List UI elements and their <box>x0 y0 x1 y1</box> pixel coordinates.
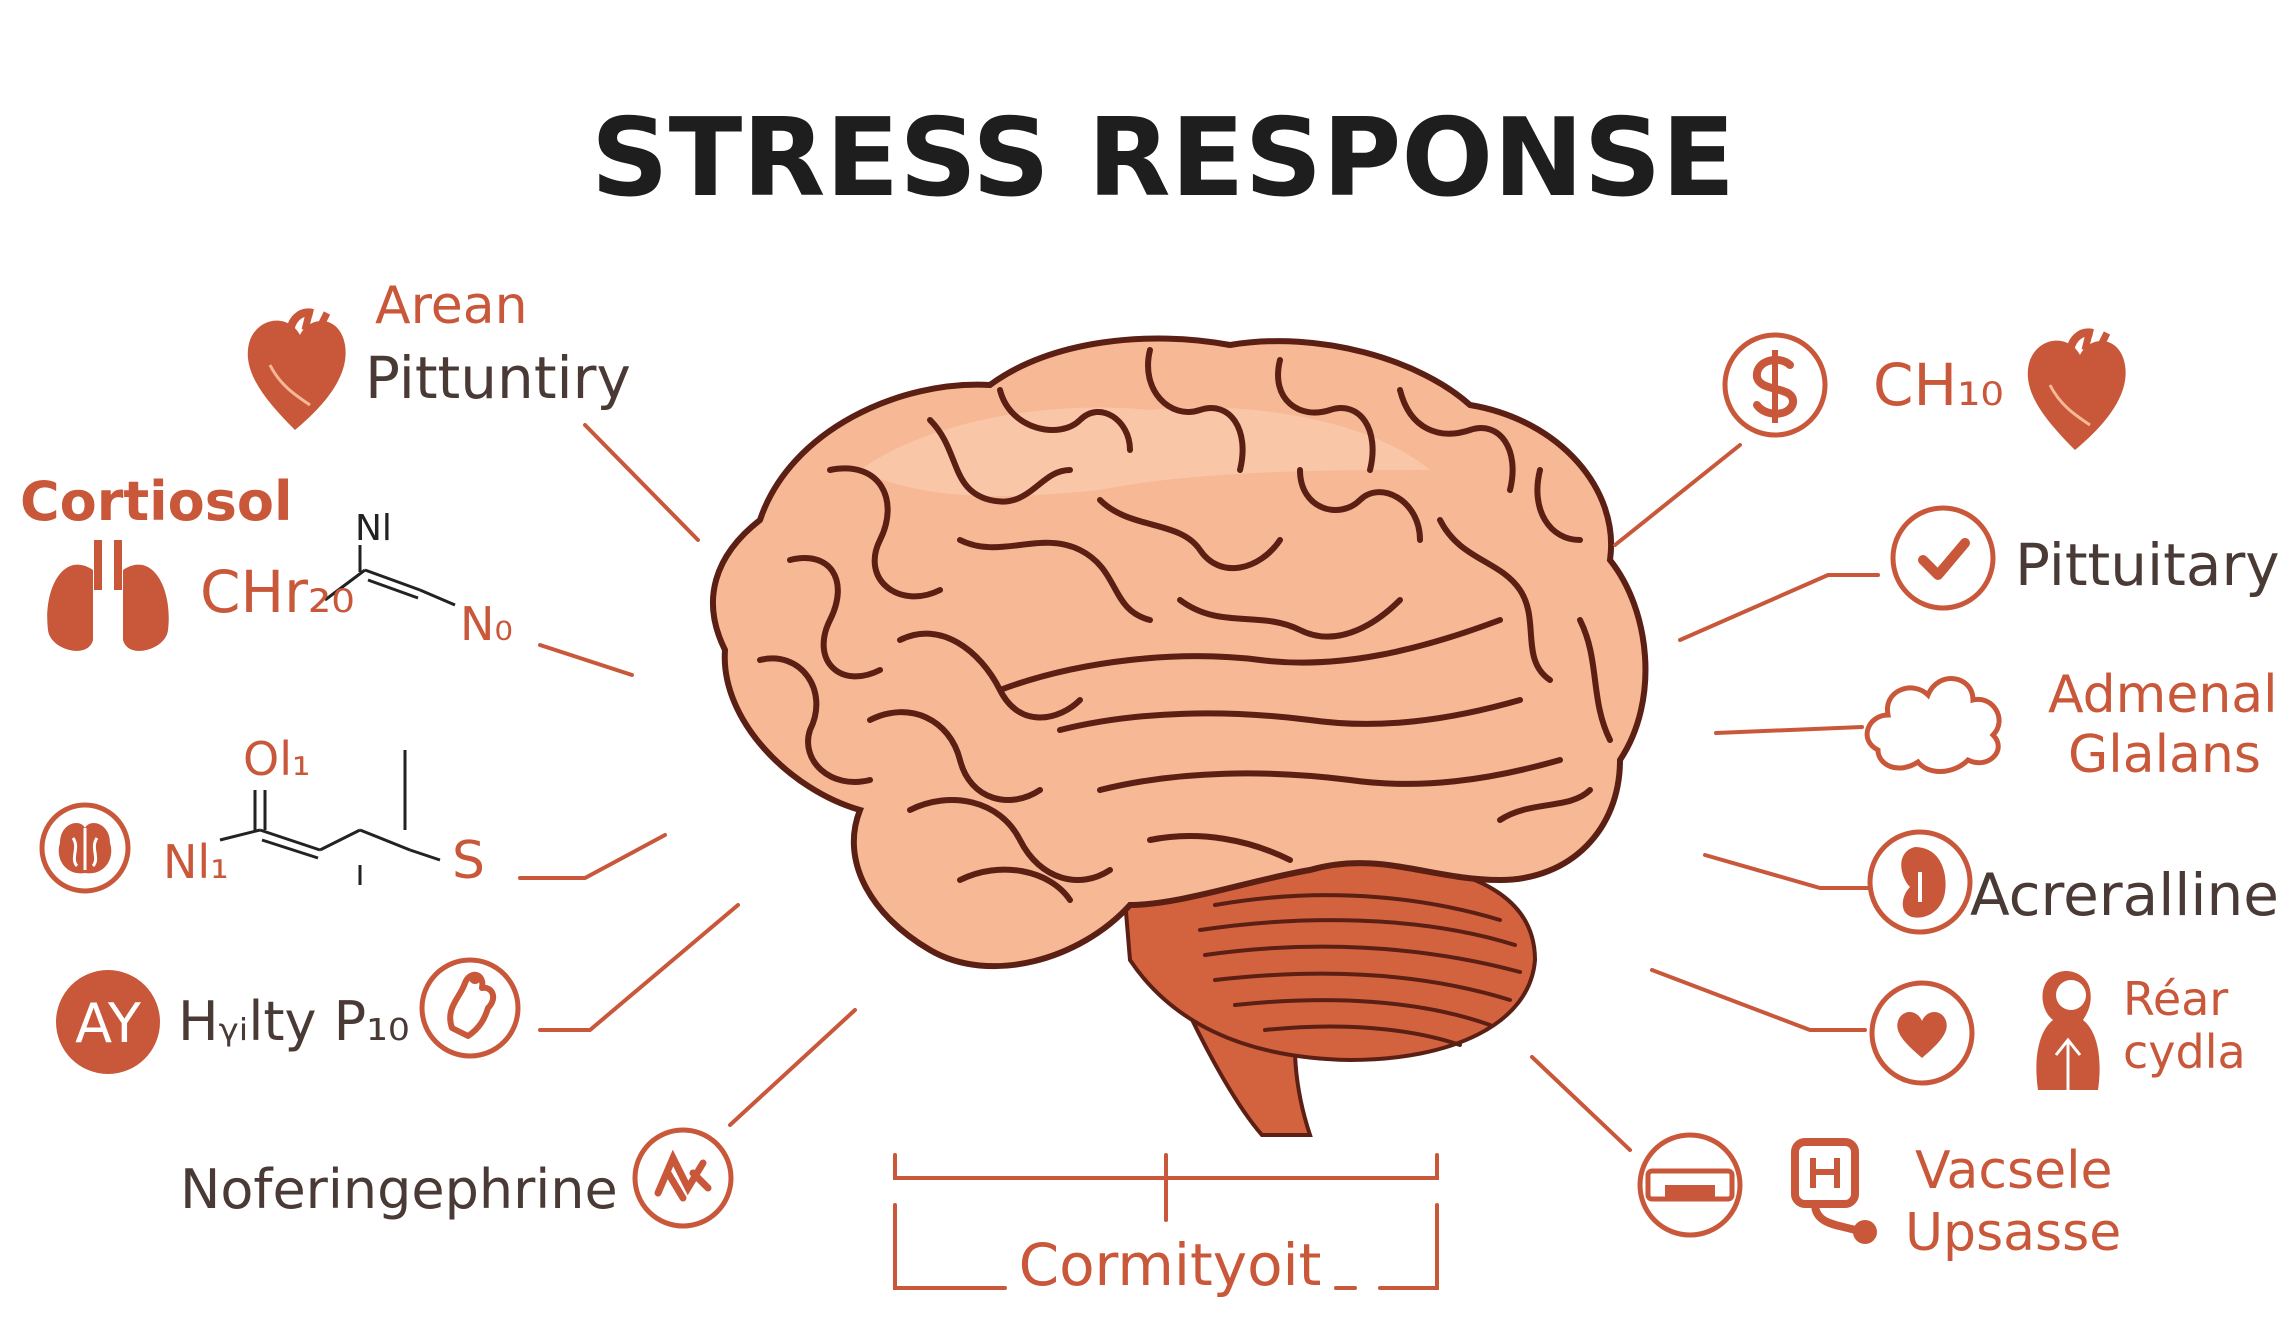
brain-highlight <box>860 407 1430 496</box>
label-s-right: S <box>452 831 485 891</box>
brain-illustration <box>709 335 1649 1137</box>
label-acreralline: Acreralline <box>1970 861 2279 929</box>
hand-circle-icon <box>419 957 521 1059</box>
heart-icon <box>247 308 346 430</box>
label-rear-2: cydla <box>2123 1025 2246 1079</box>
ay-badge-icon: AY <box>56 970 160 1074</box>
cormityoit-bracket <box>893 1153 1439 1290</box>
label-vacsele-1: Vacsele <box>1915 1141 2113 1201</box>
label-arean: Arean <box>375 276 528 336</box>
nerve-circle-icon <box>632 1127 734 1229</box>
brain-circle-icon <box>39 802 131 894</box>
kidney-circle-icon <box>1867 829 1973 935</box>
label-vacsele-2: Upsasse <box>1905 1203 2121 1263</box>
label-pittuntiry: Pittuntiry <box>365 344 631 412</box>
cerebellum-folds <box>1198 893 1522 1047</box>
label-ch10: CH₁₀ <box>1873 351 2004 419</box>
label-rear-1: Réar <box>2123 972 2228 1026</box>
ay-badge-text: AY <box>75 992 142 1055</box>
chem-structure-2 <box>219 750 441 885</box>
label-cormityoit: Cormityoit <box>1019 1231 1322 1299</box>
cerebrum <box>709 335 1649 970</box>
dollar-circle-icon <box>1722 332 1828 438</box>
vessel-icon <box>1791 1138 1877 1244</box>
cloud-gland-icon <box>1864 676 2002 774</box>
label-n-right: N₀ <box>460 597 513 651</box>
label-o-top: Ol₁ <box>243 732 310 786</box>
label-admenal-1: Admenal <box>2048 665 2278 725</box>
label-ch-formula: CHr₂₀ <box>200 558 354 626</box>
check-circle-icon <box>1890 505 1996 611</box>
label-admenal-2: Glalans <box>2068 725 2261 785</box>
label-hlty: Hᵧᵢlty P₁₀ <box>178 990 410 1053</box>
label-pituitary: Pittuitary <box>2015 531 2280 599</box>
page-title: STRESS RESPONSE <box>591 96 1735 221</box>
label-n-left: Nl₁ <box>163 835 229 889</box>
lungs-icon <box>47 540 169 651</box>
brain-folds <box>757 347 1613 903</box>
woman-icon <box>2036 970 2100 1090</box>
label-cortiosol: Cortiosol <box>20 470 293 533</box>
heart-circle-icon <box>1869 980 1975 1086</box>
chem-structure-1 <box>324 545 456 607</box>
pill-circle-icon <box>1637 1132 1743 1238</box>
connector-lines <box>518 423 1880 1152</box>
label-noferingephrine: Noferingephrine <box>180 1158 618 1221</box>
label-n-top: Nl <box>355 508 392 549</box>
heart-icon-right <box>2027 328 2126 450</box>
